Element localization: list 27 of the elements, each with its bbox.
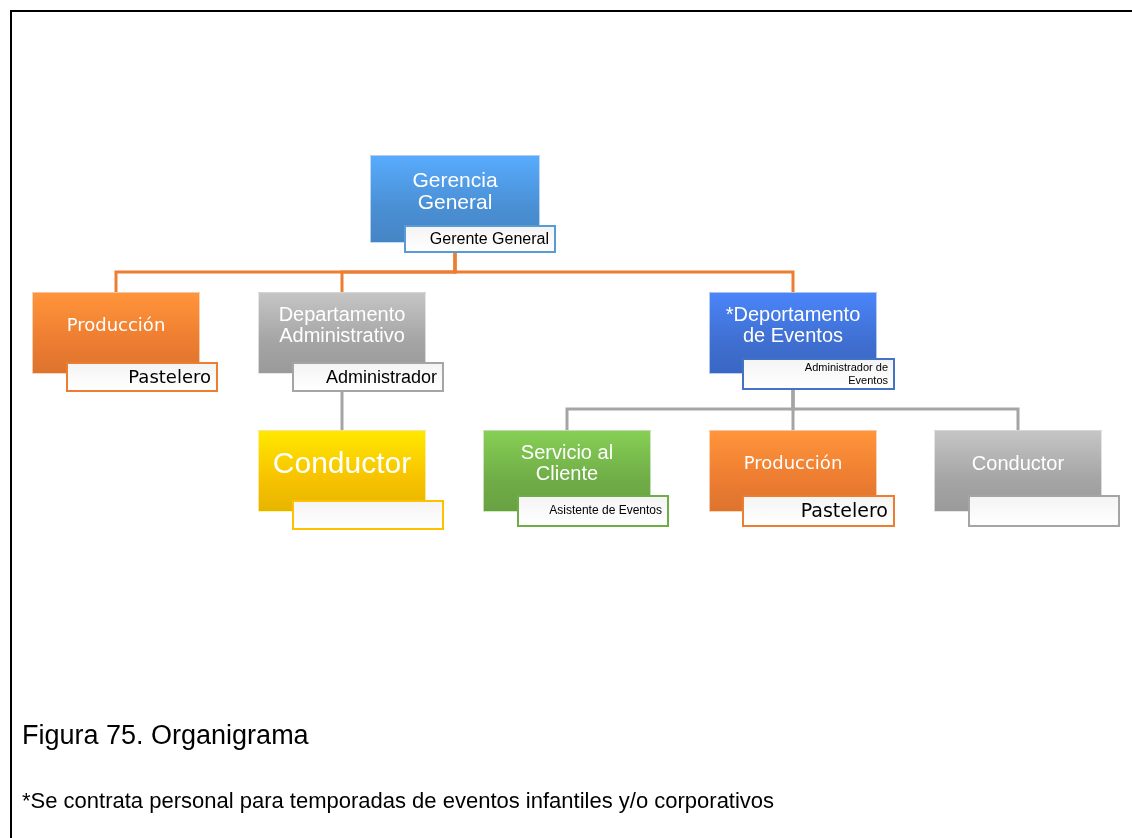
unit-title: Producción — [66, 315, 166, 335]
unit-title: *Deportamento de Eventos — [724, 304, 862, 346]
role-text: Gerente General — [429, 229, 549, 249]
connector-line — [791, 390, 1020, 430]
org-chart-box-drawing — [483, 430, 669, 527]
unit-title: Servicio al Cliente — [519, 442, 615, 484]
figure-caption: Figura 75. Organigrama — [22, 720, 309, 751]
org-chart-box-drawing — [709, 292, 895, 390]
org-chart-box-drawing — [258, 292, 444, 392]
blank-role-plate — [968, 495, 1120, 527]
blank-role-plate — [292, 500, 444, 530]
unit-title: Gerencia General — [411, 168, 499, 214]
unit-title: Conductor — [272, 447, 412, 479]
org-chart-box-drawing — [709, 430, 895, 527]
unit-title: Conductor — [971, 452, 1065, 474]
role-text: Pastelero — [800, 500, 888, 522]
org-chart-box-drawing — [370, 155, 556, 253]
unit-title: Producción — [743, 453, 843, 473]
unit-title: Departamento Administrativo — [277, 304, 407, 346]
footnote: *Se contrata personal para temporadas de eventos infantiles y/o corporativos — [22, 788, 775, 814]
connector-line — [340, 392, 344, 430]
role-text: Asistente de Eventos — [549, 504, 662, 518]
role-text: Administrador — [325, 366, 437, 388]
connector-line — [453, 253, 795, 292]
role-text: Pastelero — [128, 366, 211, 388]
role-text: Administrador de Eventos — [803, 361, 888, 387]
org-chart-box-drawing — [32, 292, 218, 392]
